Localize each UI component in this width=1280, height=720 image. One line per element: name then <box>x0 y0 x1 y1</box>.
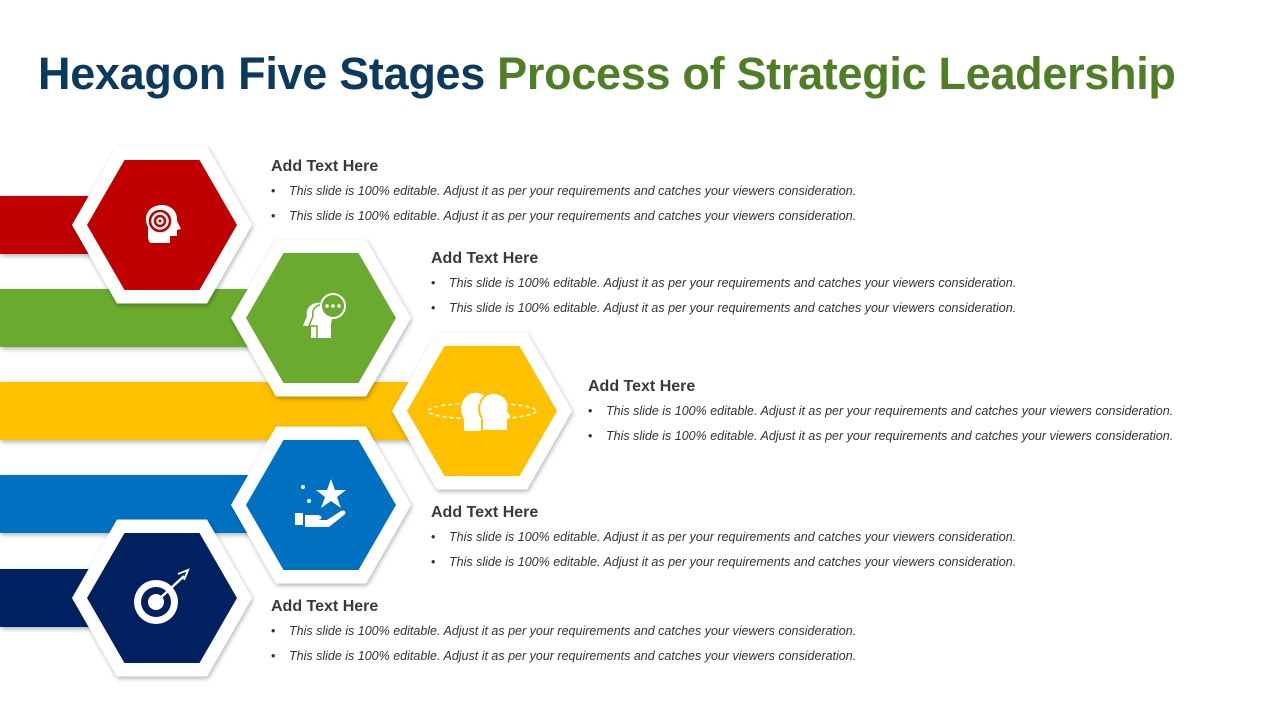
title-part-2: Process of Strategic Leadership <box>497 48 1176 99</box>
hand-star-icon <box>295 479 346 527</box>
slide-title: Hexagon Five Stages Process of Strategic… <box>38 48 1176 100</box>
stage-text-block-5: Add Text Here • This slide is 100% editabl… <box>271 598 856 672</box>
bullet-item: • This slide is 100% editable. Adjust it … <box>588 427 1173 452</box>
stage-hexagon-4 <box>231 426 411 584</box>
stage-text-block-1: Add Text Here • This slide is 100% editabl… <box>271 158 856 232</box>
stage-heading: Add Text Here <box>271 598 379 615</box>
bullet-item: • This slide is 100% editable. Adjust it … <box>431 528 1016 553</box>
stage-heading: Add Text Here <box>431 250 539 267</box>
head-speech-bubble-icon <box>303 293 346 338</box>
bullet-icon: • <box>271 209 276 223</box>
bullet-item: • This slide is 100% editable. Adjust it … <box>588 402 1173 427</box>
title-part-1: Hexagon Five Stages <box>38 48 485 99</box>
stage-hexagon-2 <box>231 239 411 397</box>
stage-heading: Add Text Here <box>431 504 539 521</box>
bullet-item: • This slide is 100% editable. Adjust it … <box>431 299 1016 324</box>
stage-text-block-3: Add Text Here • This slide is 100% editabl… <box>588 378 1173 452</box>
head-target-icon <box>145 205 181 243</box>
bullet-icon: • <box>431 276 436 290</box>
bullet-item: • This slide is 100% editable. Adjust it … <box>271 647 856 672</box>
bullet-text: This slide is 100% editable. Adjust it a… <box>289 624 857 638</box>
bullet-icon: • <box>431 301 436 315</box>
bullet-icon: • <box>271 624 276 638</box>
stage-heading: Add Text Here <box>271 158 379 175</box>
bullet-text: This slide is 100% editable. Adjust it a… <box>289 649 857 663</box>
stage-hexagon-1 <box>72 146 252 304</box>
stage-text-block-2: Add Text Here • This slide is 100% editabl… <box>431 250 1016 324</box>
bullet-text: This slide is 100% editable. Adjust it a… <box>449 301 1017 315</box>
bullet-icon: • <box>431 555 436 569</box>
bullet-icon: • <box>271 649 276 663</box>
bullet-text: This slide is 100% editable. Adjust it a… <box>289 184 857 198</box>
bullet-text: This slide is 100% editable. Adjust it a… <box>449 530 1017 544</box>
stage-hexagon-3 <box>392 332 572 490</box>
stage-hexagon-5 <box>72 519 252 677</box>
bullet-text: This slide is 100% editable. Adjust it a… <box>449 276 1017 290</box>
stage-text-block-4: Add Text Here • This slide is 100% editabl… <box>431 504 1016 578</box>
bullet-text: This slide is 100% editable. Adjust it a… <box>449 555 1017 569</box>
bullet-icon: • <box>431 530 436 544</box>
bullet-icon: • <box>271 184 276 198</box>
bullet-item: • This slide is 100% editable. Adjust it … <box>271 207 856 232</box>
bullet-item: • This slide is 100% editable. Adjust it … <box>271 622 856 647</box>
bullet-item: • This slide is 100% editable. Adjust it … <box>431 274 1016 299</box>
bullet-icon: • <box>588 404 593 418</box>
bullet-text: This slide is 100% editable. Adjust it a… <box>606 429 1174 443</box>
bullet-text: This slide is 100% editable. Adjust it a… <box>606 404 1174 418</box>
target-arrow-icon <box>134 568 190 624</box>
two-heads-exchange-icon <box>427 391 537 432</box>
bullet-icon: • <box>588 429 593 443</box>
bullet-item: • This slide is 100% editable. Adjust it … <box>431 553 1016 578</box>
bullet-text: This slide is 100% editable. Adjust it a… <box>289 209 857 223</box>
bullet-item: • This slide is 100% editable. Adjust it … <box>271 182 856 207</box>
stage-heading: Add Text Here <box>588 378 696 395</box>
